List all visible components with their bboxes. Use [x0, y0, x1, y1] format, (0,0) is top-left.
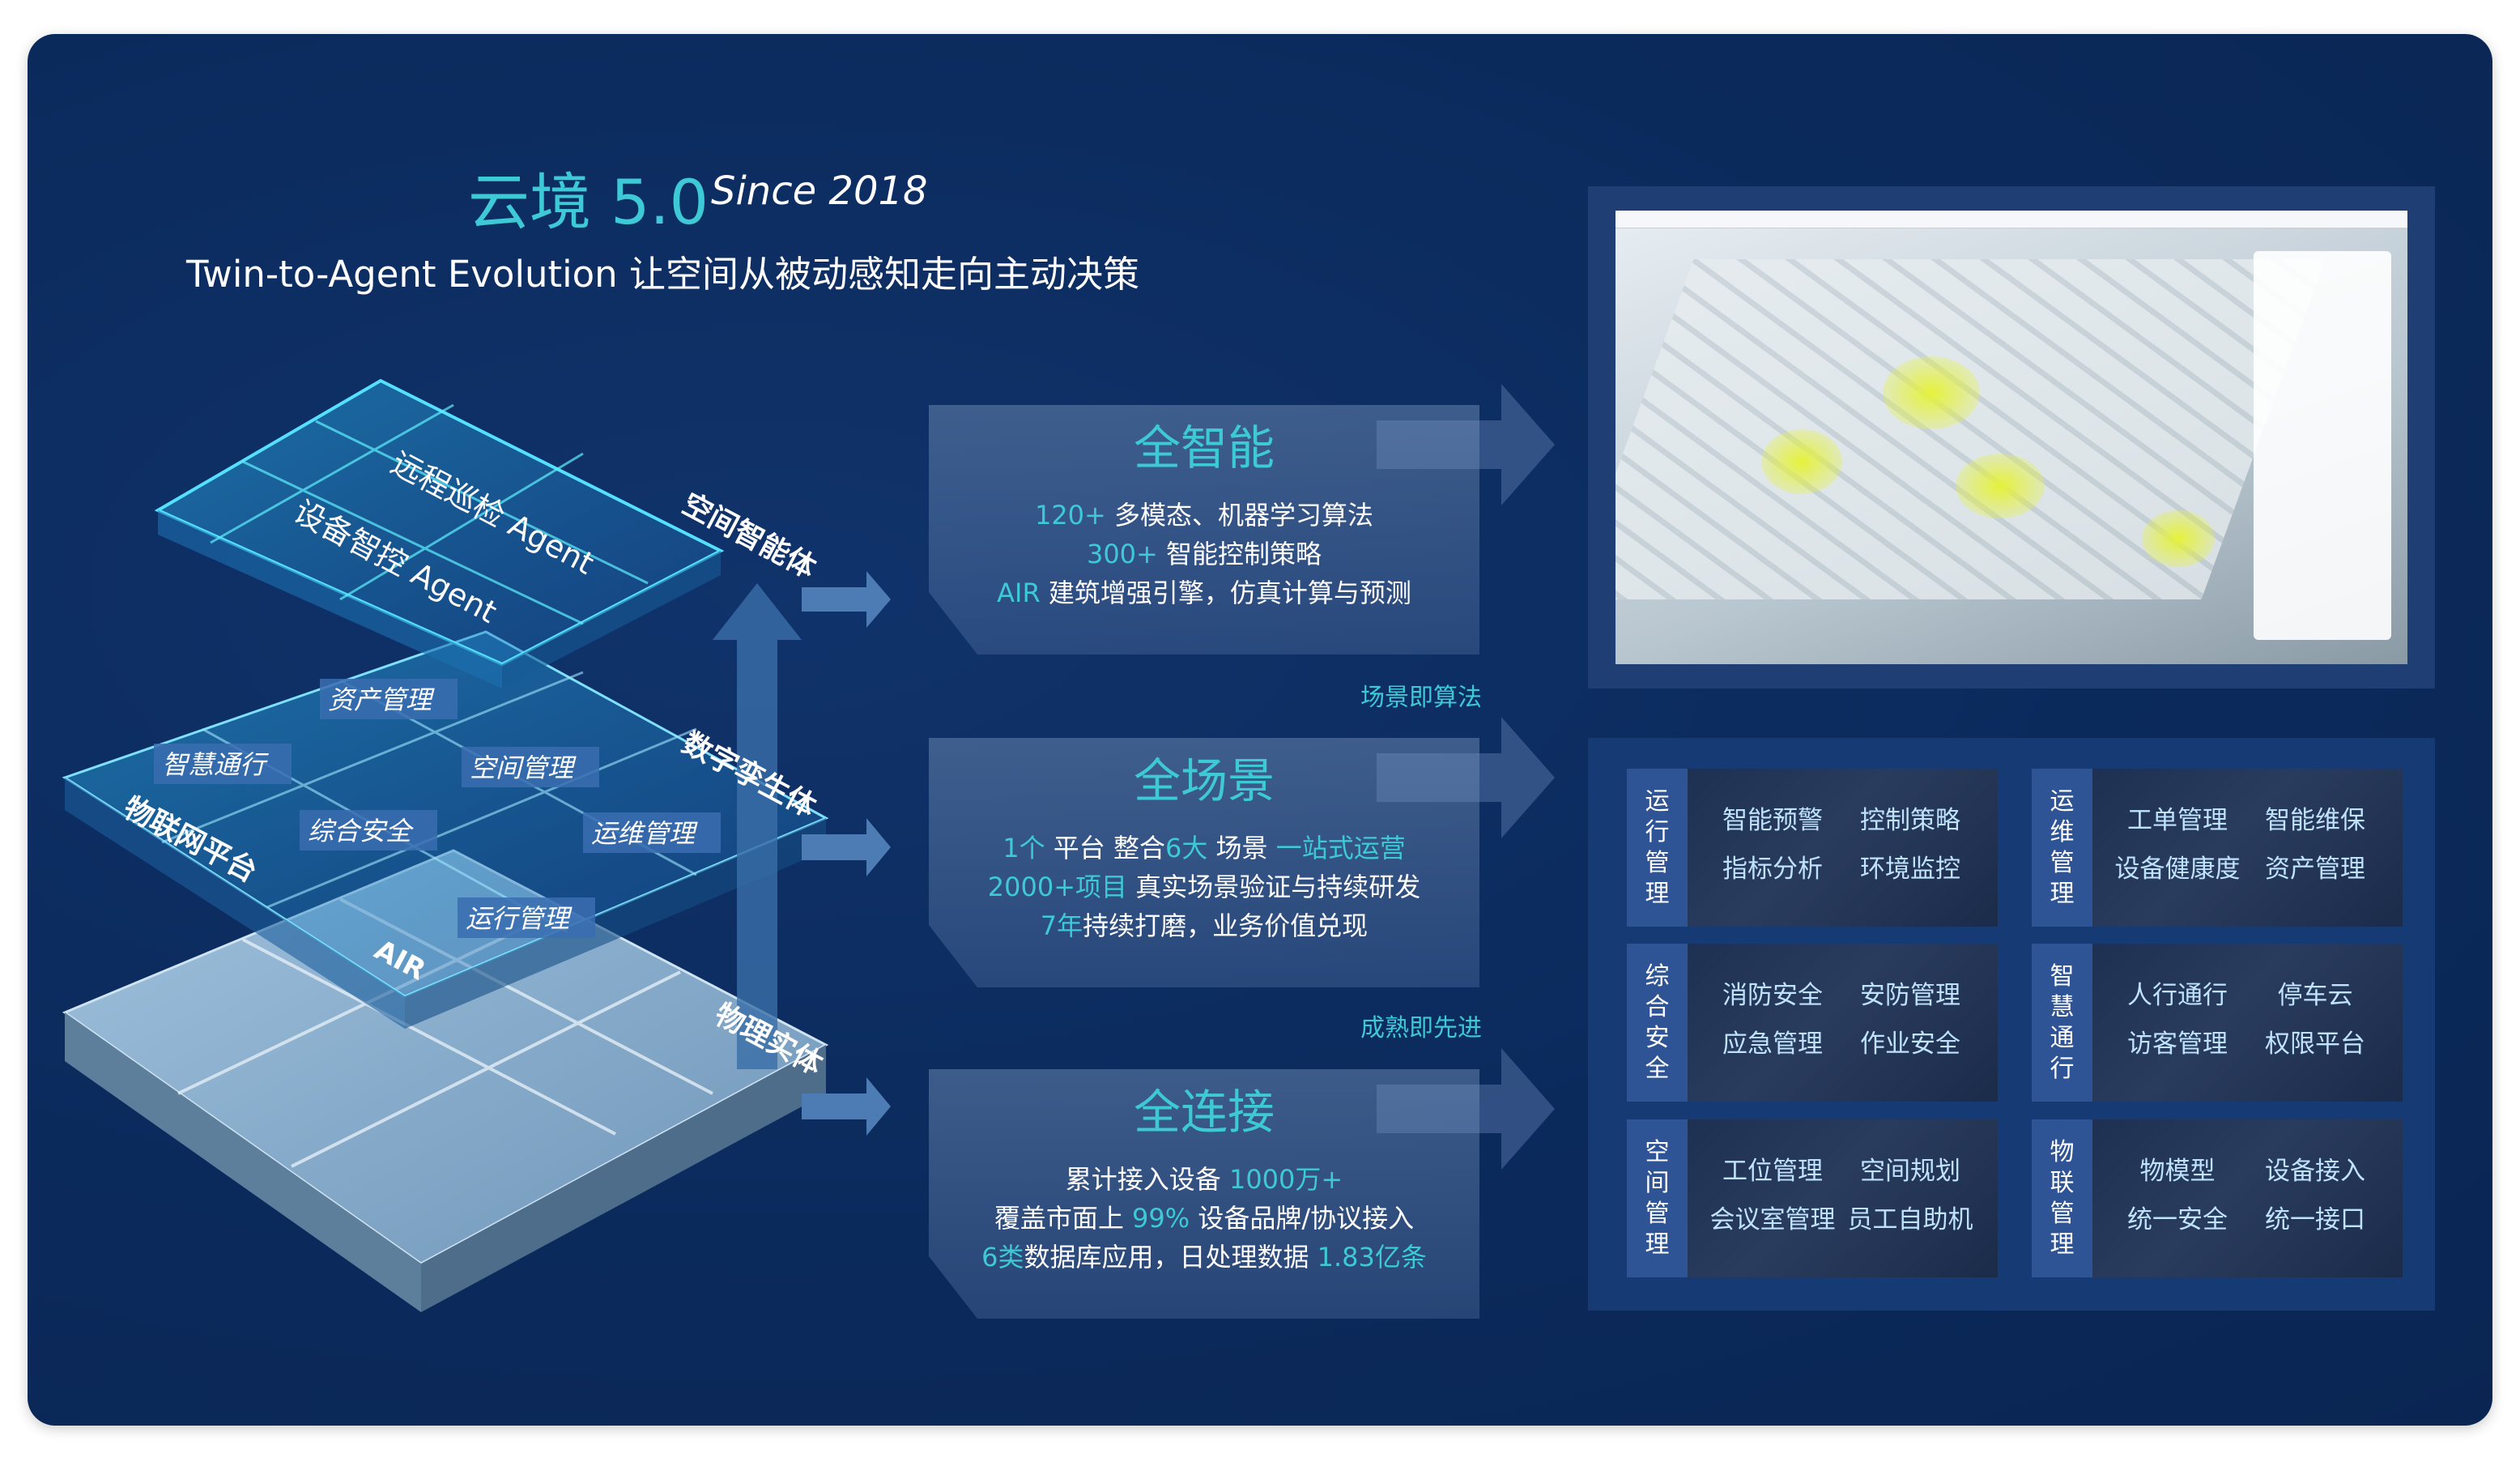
body-text: 覆盖市面上: [994, 1203, 1133, 1234]
module-item[interactable]: 工位管理: [1722, 1157, 1823, 1186]
module-item[interactable]: 智能维保: [2265, 806, 2365, 835]
module-category-label: 运维管理: [2032, 769, 2092, 927]
note-label: 成熟即先进: [1360, 1014, 1482, 1042]
module-item[interactable]: 访客管理: [2127, 1030, 2228, 1059]
module-item[interactable]: 应急管理: [1722, 1030, 1823, 1059]
module-item[interactable]: 环境监控: [1860, 855, 1960, 884]
layer-arrow-icon: [802, 818, 891, 876]
panel-title: 全连接: [1133, 1085, 1275, 1140]
body-text: 多模态、机器学习算法: [1114, 500, 1374, 531]
highlight-text: 6大: [1164, 833, 1208, 863]
module-card[interactable]: 运行管理 智能预警 控制策略指标分析 环境监控: [1627, 769, 1998, 927]
panel-line: AIR 建筑增强引擎，仿真计算与预测: [929, 573, 1479, 612]
module-item[interactable]: 安防管理: [1860, 981, 1960, 1010]
since-label: Since 2018: [711, 168, 928, 214]
module-category-label: 综合安全: [1627, 944, 1688, 1102]
panel-line: 300+ 智能控制策略: [929, 535, 1479, 573]
body-text: 累计接入设备: [1065, 1164, 1229, 1195]
module-card[interactable]: 综合安全 消防安全 安防管理应急管理 作业安全: [1627, 944, 1998, 1102]
panel-line: 1个 平台 整合6大 场景 一站式运营: [929, 829, 1479, 868]
module-card[interactable]: 空间管理 工位管理 空间规划会议室管理员工自助机: [1627, 1119, 1998, 1277]
subtitle: Twin-to-Agent Evolution 让空间从被动感知走向主动决策: [186, 253, 1139, 296]
highlight-text: 99%: [1132, 1203, 1190, 1234]
panel-line: 120+ 多模态、机器学习算法: [929, 496, 1479, 535]
note-label: 场景即算法: [1360, 684, 1482, 712]
agent-floor: [154, 378, 725, 667]
module-item[interactable]: 指标分析: [1722, 855, 1823, 884]
highlight-text: 120+: [1034, 500, 1115, 531]
module-item[interactable]: 智能预警: [1722, 806, 1823, 835]
body-text: 场景: [1207, 833, 1276, 863]
building-illustration: 空间智能体 数字孪生体 物理实体 远程巡检 Agent 设备智控 Agent 资…: [62, 378, 891, 1312]
module-card[interactable]: 智慧通行 人行通行 停车云访客管理 权限平台: [2032, 944, 2403, 1102]
module-item[interactable]: 资产管理: [2265, 855, 2365, 884]
module-category-label: 智慧通行: [2032, 944, 2092, 1102]
highlight-text: 1000万+: [1228, 1164, 1343, 1195]
module-category-label: 运行管理: [1627, 769, 1688, 927]
highlight-text: 6类: [981, 1242, 1024, 1273]
module-item[interactable]: 设备接入: [2265, 1157, 2365, 1186]
module-label: 运行管理: [466, 903, 573, 934]
module-item[interactable]: 设备健康度: [2114, 855, 2241, 884]
panel-line: 6类数据库应用，日处理数据 1.83亿条: [929, 1238, 1479, 1277]
module-item[interactable]: 消防安全: [1722, 981, 1823, 1010]
module-item[interactable]: 统一安全: [2127, 1205, 2228, 1234]
panel-line: 覆盖市面上 99% 设备品牌/协议接入: [929, 1199, 1479, 1238]
module-item[interactable]: 控制策略: [1860, 806, 1960, 835]
body-text: 真实场景验证与持续研发: [1127, 872, 1421, 902]
module-label: 智慧通行: [162, 749, 269, 780]
body-text: 平台 整合: [1045, 833, 1165, 863]
highlight-text: 1.83亿条: [1317, 1242, 1427, 1273]
module-item[interactable]: 权限平台: [2265, 1030, 2365, 1059]
highlight-text: 一站式运营: [1275, 833, 1406, 863]
body-text: 智能控制策略: [1166, 539, 1322, 569]
module-category-label: 物联管理: [2032, 1119, 2092, 1277]
panel-line: 2000+项目 真实场景验证与持续研发: [929, 868, 1479, 906]
panel-line: 7年持续打磨，业务价值兑现: [929, 906, 1479, 945]
module-item[interactable]: 员工自助机: [1847, 1205, 1973, 1234]
highlight-text: 2000+项目: [987, 872, 1128, 902]
panel-title: 全智能: [1133, 420, 1275, 475]
body-text: 建筑增强引擎，仿真计算与预测: [1048, 578, 1411, 608]
module-label: 资产管理: [328, 684, 435, 715]
platform-screenshot: [1615, 211, 2407, 664]
body-text: 数据库应用，日处理数据: [1024, 1242, 1317, 1273]
module-label: 运维管理: [591, 818, 698, 849]
highlight-text: AIR: [997, 578, 1049, 608]
highlight-text: 1个: [1002, 833, 1045, 863]
body-text: 设备品牌/协议接入: [1190, 1203, 1415, 1234]
module-label: 空间管理: [470, 752, 577, 783]
panel-title: 全场景: [1133, 753, 1275, 808]
evolution-up-arrow: [713, 583, 802, 1069]
panel-line: 累计接入设备 1000万+: [929, 1160, 1479, 1199]
module-card[interactable]: 物联管理 物模型 设备接入统一安全 统一接口: [2032, 1119, 2403, 1277]
module-item[interactable]: 空间规划: [1860, 1157, 1960, 1186]
module-item[interactable]: 停车云: [2277, 981, 2353, 1010]
module-card[interactable]: 运维管理 工单管理 智能维保设备健康度资产管理: [2032, 769, 2403, 927]
module-item[interactable]: 会议室管理: [1709, 1205, 1836, 1234]
layer-arrow-icon: [802, 1077, 891, 1136]
module-item[interactable]: 物模型: [2139, 1157, 2216, 1186]
module-item[interactable]: 人行通行: [2127, 981, 2228, 1010]
body-text: 持续打磨，业务价值兑现: [1083, 910, 1369, 941]
module-item[interactable]: 作业安全: [1860, 1030, 1960, 1059]
highlight-text: 7年: [1040, 910, 1083, 941]
module-item[interactable]: 工单管理: [2127, 806, 2228, 835]
product-title: 云境 5.0: [468, 166, 709, 238]
layer-arrow-icon: [802, 571, 891, 628]
module-category-label: 空间管理: [1627, 1119, 1688, 1277]
module-item[interactable]: 统一接口: [2265, 1205, 2365, 1234]
module-label: 综合安全: [308, 816, 414, 846]
highlight-text: 300+: [1086, 539, 1167, 569]
